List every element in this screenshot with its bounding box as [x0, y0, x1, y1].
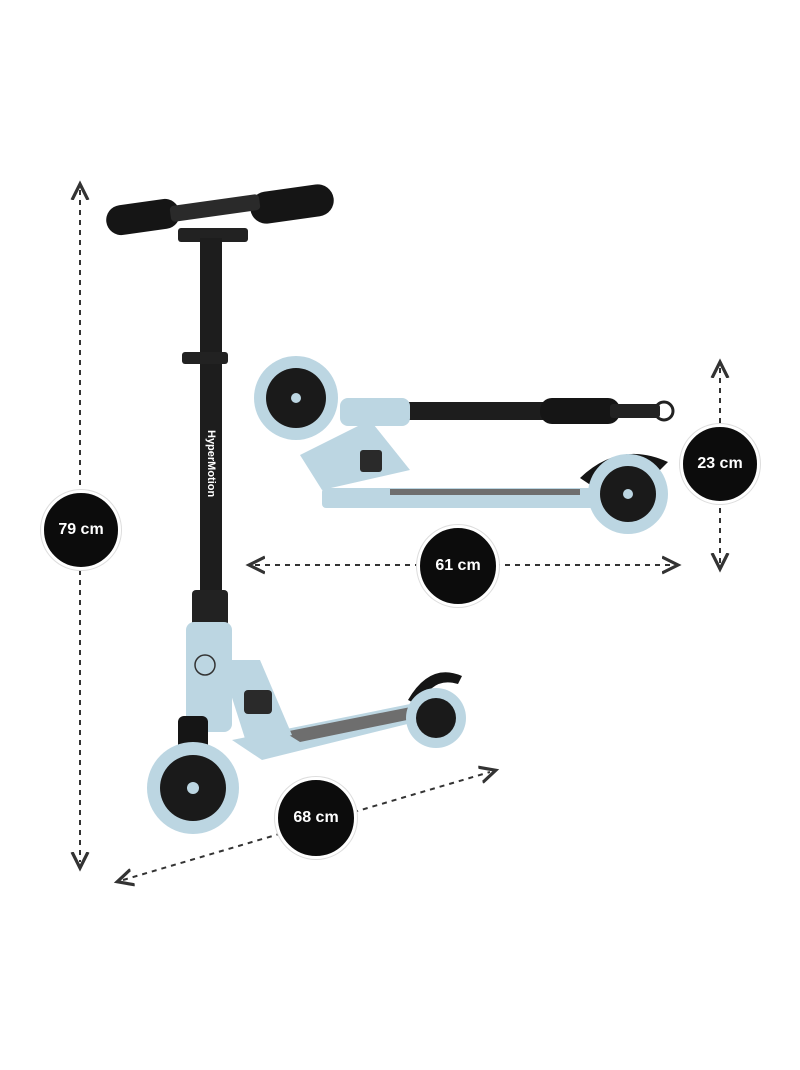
folded-height-badge: 23 cm	[680, 424, 760, 504]
handlebar-grip-left	[106, 198, 180, 236]
brand-label: HyperMotion	[205, 430, 217, 498]
handlebar-grip-right	[250, 184, 334, 224]
folded-length-badge: 61 cm	[417, 525, 499, 607]
folded-scooter	[254, 356, 675, 534]
length-badge: 68 cm	[275, 777, 357, 859]
upright-scooter: HyperMotion	[106, 184, 466, 834]
grip-tape	[284, 704, 446, 742]
stem-upper	[200, 238, 222, 618]
height-badge: 79 cm	[41, 490, 121, 570]
